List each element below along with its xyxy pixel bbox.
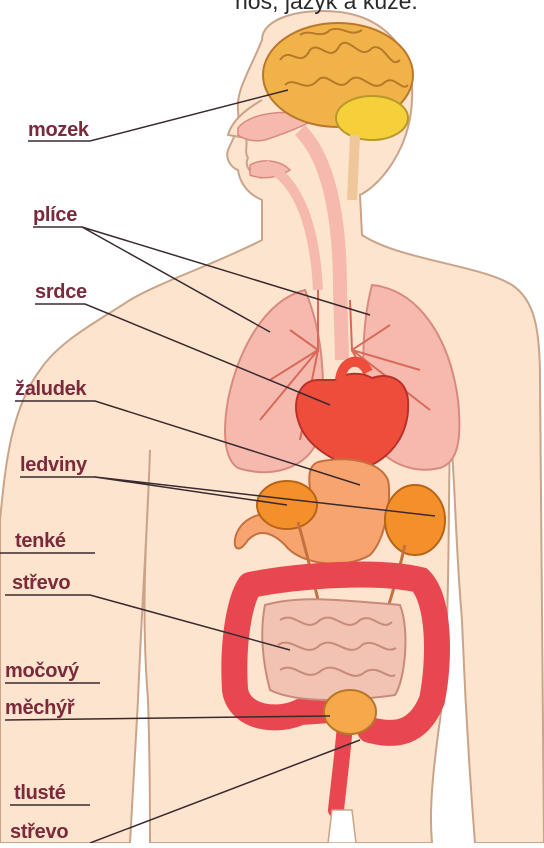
header-text-fragment: nos, jazyk a kůže. [235, 0, 418, 15]
label-tenke: tenké [15, 531, 66, 551]
label-mocovy: močový [5, 661, 79, 681]
kidney-right [385, 485, 445, 555]
spinal-cord [352, 135, 355, 200]
label-plice: plíce [33, 205, 77, 225]
label-mechyr: měchýř [5, 698, 74, 718]
label-srdce: srdce [35, 282, 87, 302]
label-ledviny: ledviny [20, 455, 87, 475]
label-strevo-small: střevo [12, 573, 70, 593]
label-zaludek: žaludek [15, 379, 86, 399]
bladder [324, 690, 376, 734]
label-strevo-large: střevo [10, 822, 68, 842]
small-intestine [262, 599, 405, 700]
cerebellum [336, 96, 408, 140]
label-mozek: mozek [28, 120, 89, 140]
leg-gap [328, 810, 356, 843]
label-tluste: tlusté [14, 783, 66, 803]
rectum [336, 725, 345, 810]
